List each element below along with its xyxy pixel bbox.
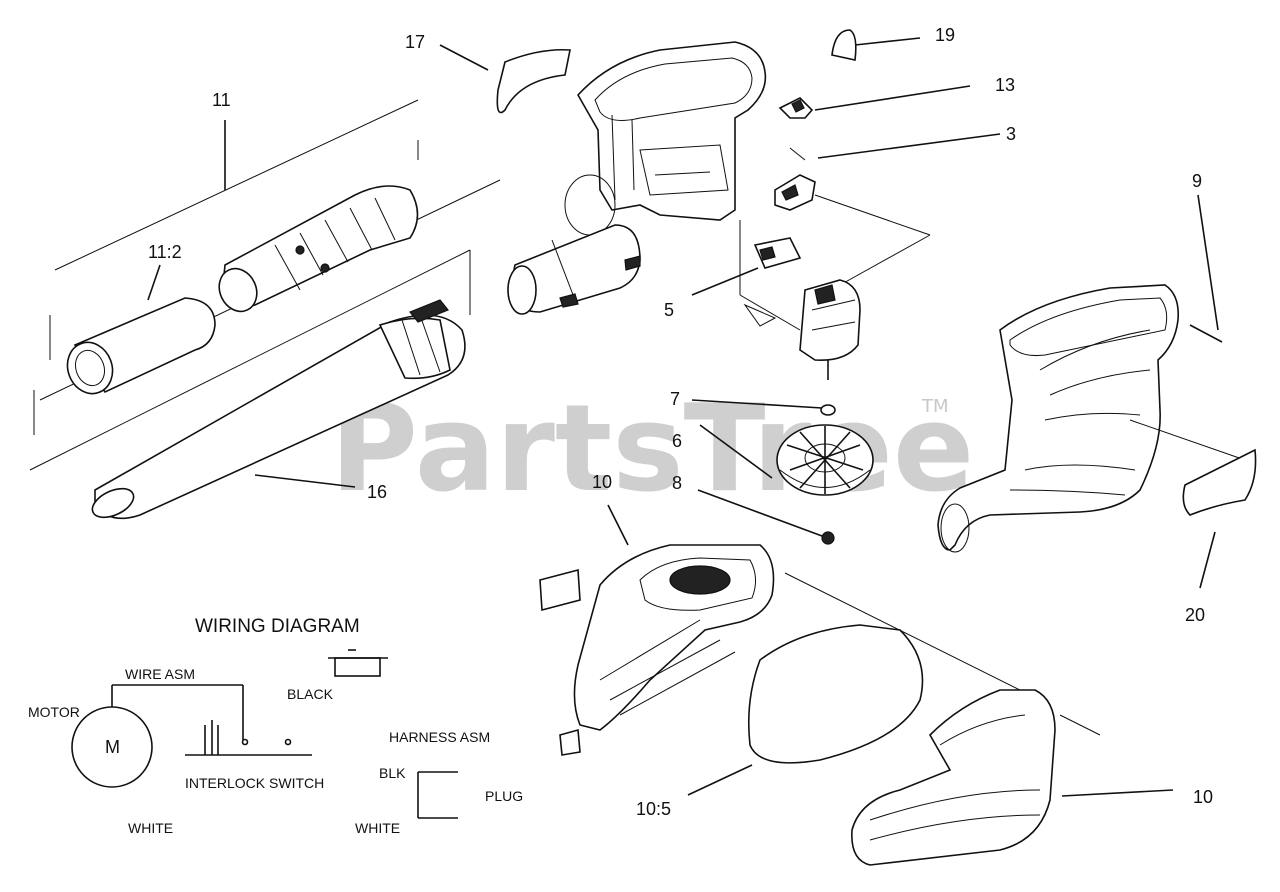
lower-housing-half-right: [851, 689, 1101, 866]
cover-part-10-5: [747, 624, 924, 764]
callout-10-5: 10:5: [636, 799, 671, 819]
plug-label: PLUG: [485, 788, 523, 804]
white-label-left: WHITE: [128, 820, 173, 836]
callout-5: 5: [664, 300, 674, 320]
callout-17: 17: [405, 32, 425, 52]
callout-10-lower: 10: [1193, 787, 1213, 807]
upper-housing: [564, 41, 767, 236]
cap-part-19: [831, 29, 857, 61]
decal-small: [559, 728, 581, 756]
callout-6: 6: [672, 431, 682, 451]
blower-tube-part-16: [91, 299, 466, 520]
motor-symbol-letter: M: [105, 737, 120, 757]
interlock-switch-label: INTERLOCK SWITCH: [185, 775, 324, 791]
nut-part-7: [820, 404, 836, 416]
callout-20: 20: [1185, 605, 1205, 625]
callout-7: 7: [670, 389, 680, 409]
assembled-blower: [937, 284, 1246, 553]
screw-part-9: [1189, 324, 1223, 343]
blk-label: BLK: [379, 765, 406, 781]
callout-19: 19: [935, 25, 955, 45]
black-label: BLACK: [287, 686, 334, 702]
watermark-text: PartsTree: [330, 380, 974, 519]
connector-part-5: [753, 237, 802, 269]
wiring-diagram: WIRING DIAGRAM WIRE ASM MOTOR BLACK HARN…: [28, 616, 523, 836]
nozzle-part-11: [218, 185, 419, 313]
callout-13: 13: [995, 75, 1015, 95]
callout-16: 16: [367, 482, 387, 502]
tube-section-11-2: [66, 297, 216, 395]
lower-housing-half-left: [573, 544, 1041, 731]
outlet-cylinder: [507, 224, 641, 315]
motor-assembly: [739, 194, 931, 380]
white-label-right: WHITE: [355, 820, 400, 836]
wire-asm-label: WIRE ASM: [125, 666, 195, 682]
callout-11-2: 11:2: [148, 242, 182, 262]
callout-9: 9: [1192, 171, 1202, 191]
callout-10-upper: 10: [592, 472, 612, 492]
wiring-title: WIRING DIAGRAM: [195, 616, 360, 637]
callout-11: 11: [212, 90, 231, 110]
decal-part-17: [496, 48, 571, 114]
switch-part-3: [774, 147, 816, 211]
decal-square: [539, 568, 581, 612]
callout-3: 3: [1006, 124, 1016, 144]
harness-asm-label: HARNESS ASM: [389, 729, 490, 745]
impeller-part-6: [776, 424, 874, 496]
washer-part-8: [821, 531, 835, 545]
callout-leaders: [147, 37, 1219, 797]
callout-8: 8: [672, 473, 682, 493]
vent-part-20: [1182, 448, 1257, 516]
motor-label: MOTOR: [28, 704, 80, 720]
watermark-trademark: TM: [921, 396, 949, 417]
